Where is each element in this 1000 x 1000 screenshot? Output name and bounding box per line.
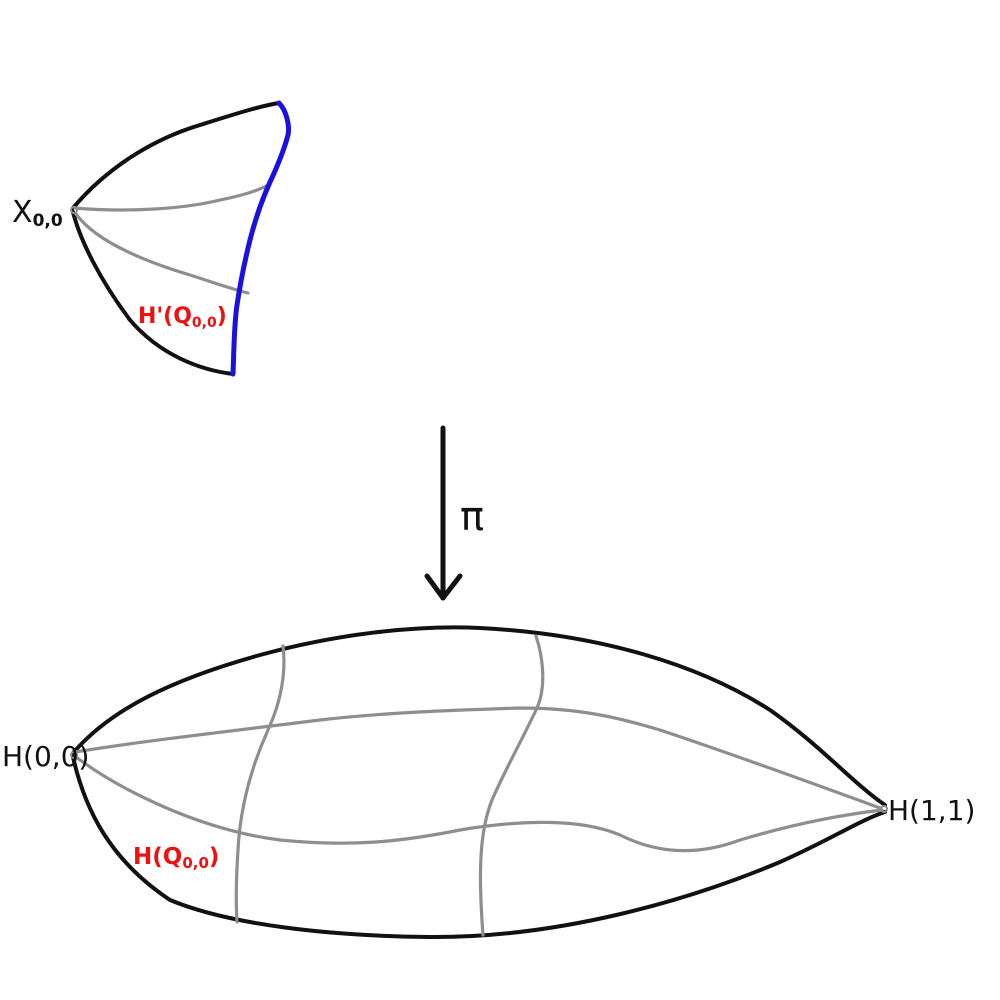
h-prime-q00-prefix: H'(Q	[138, 304, 192, 329]
h-q00-suffix: )	[209, 844, 220, 870]
h-q00-prefix: H(Q	[133, 844, 182, 870]
h-prime-q00-label: H'(Q0,0)	[138, 304, 227, 331]
projection-arrow-head	[424, 573, 463, 601]
lifted-patch-blue-edge	[230, 100, 291, 377]
base-patch-grid-curve	[73, 706, 882, 810]
lifted-patch-grid-curve	[73, 182, 272, 212]
base-patch-upper-boundary	[71, 625, 887, 807]
x00-point	[70, 206, 78, 214]
h-prime-q00-suffix: )	[217, 304, 227, 329]
base-patch-grid-curve	[234, 644, 286, 924]
h00-label: H(0,0)	[2, 740, 89, 773]
lifted-patch	[70, 100, 291, 377]
base-patch-grid-curve	[478, 634, 545, 937]
h11-label: H(1,1)	[888, 794, 975, 827]
h-q00-sub: 0,0	[182, 854, 209, 872]
x00-label-main: X	[12, 195, 33, 230]
h-prime-q00-sub: 0,0	[192, 315, 217, 331]
lifted-patch-lower-boundary	[71, 210, 235, 376]
lifted-patch-grid-curve	[74, 212, 250, 295]
projection-arrow	[424, 425, 463, 601]
x00-label: X0,0	[12, 195, 63, 231]
base-patch-lower-boundary	[71, 755, 887, 940]
h-q00-label: H(Q0,0)	[133, 844, 219, 872]
base-patch-grid-curve	[74, 755, 884, 853]
pi-label: π	[460, 494, 484, 540]
x00-label-sub: 0,0	[33, 211, 63, 231]
base-patch	[70, 625, 888, 940]
lifted-patch-upper-boundary	[71, 101, 281, 210]
h11-point	[880, 805, 888, 813]
h00-point	[70, 751, 78, 759]
